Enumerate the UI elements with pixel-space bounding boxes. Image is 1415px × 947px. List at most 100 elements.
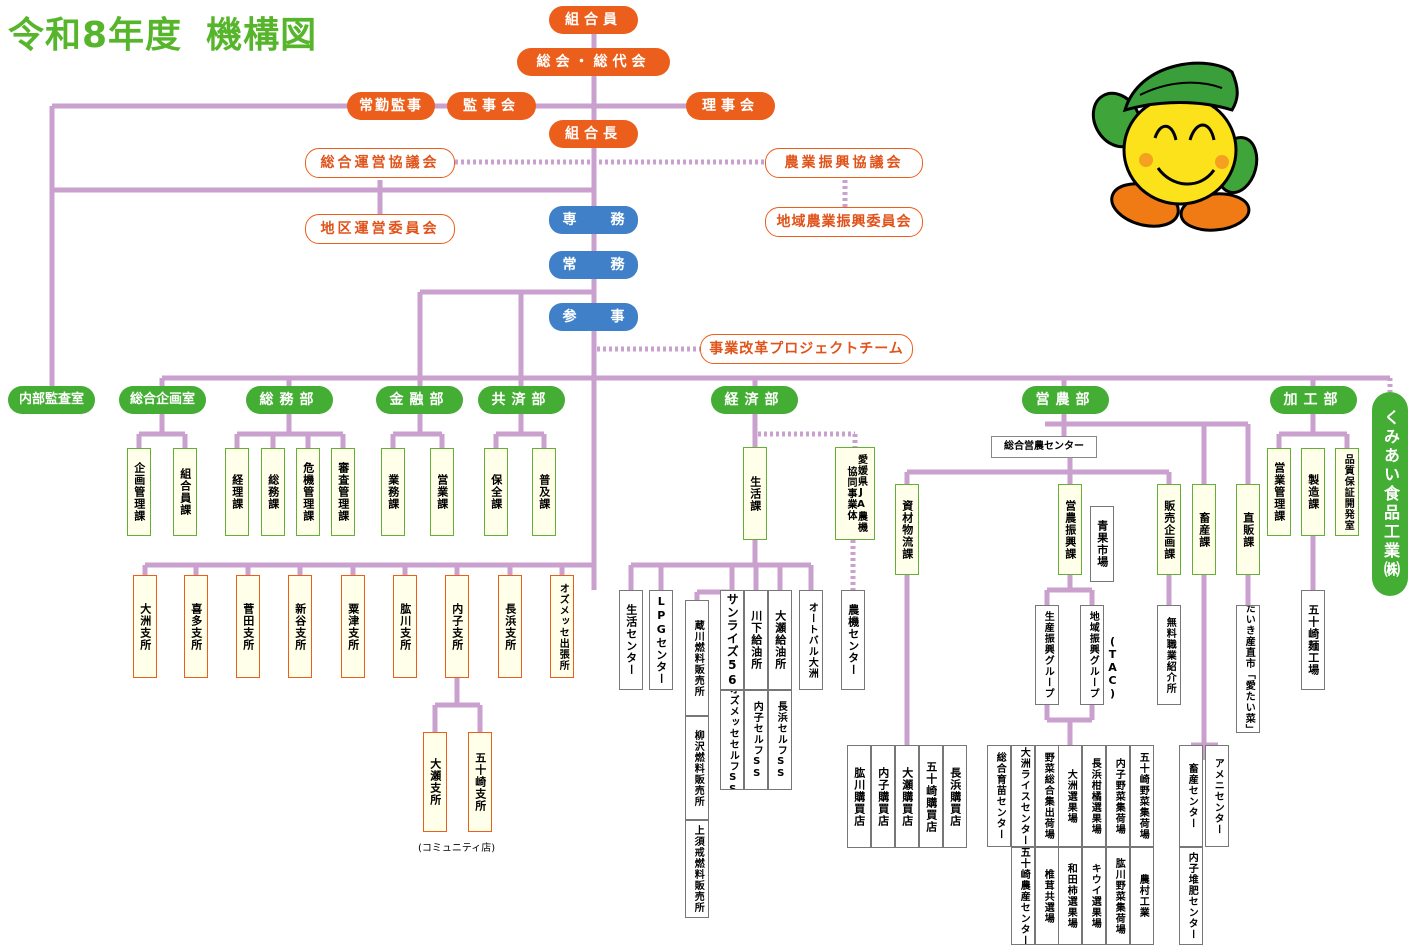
sunrise-56[interactable]: サンライズ56 — [720, 590, 744, 690]
branch-sugata[interactable]: 菅田支所 — [236, 575, 260, 678]
section-sales[interactable]: 営業課 — [430, 448, 454, 536]
branch-hijikawa[interactable]: 肱川支所 — [393, 575, 417, 678]
planning-node[interactable]: 総合企画室 — [119, 386, 206, 414]
uchiko-self-ss[interactable]: 内子セルフSS — [744, 690, 768, 790]
livestock-section[interactable]: 畜産課 — [1192, 484, 1216, 575]
facility-kiwi[interactable]: キウイ選果場 — [1082, 847, 1106, 945]
section-general[interactable]: 総務課 — [261, 448, 285, 536]
internal-audit-node[interactable]: 内部監査室 — [8, 386, 95, 414]
branch-ose[interactable]: 大瀬支所 — [423, 732, 447, 832]
branch-ozu[interactable]: 大洲支所 — [133, 575, 157, 678]
section-members[interactable]: 組合員課 — [173, 448, 197, 536]
branch-awazu[interactable]: 粟津支所 — [341, 575, 365, 678]
facility-ozu-sorting[interactable]: 大洲選果場 — [1058, 745, 1082, 847]
finance-node[interactable]: 金融部 — [376, 386, 463, 414]
facility-vegetable-hub[interactable]: 野菜総合集出荷場 — [1035, 745, 1059, 847]
logistics-section[interactable]: 資材物流課 — [895, 484, 919, 575]
jv-node[interactable]: 愛媛県JA農機協同事業体 — [835, 447, 875, 540]
agri-council-node[interactable]: 農業振興協議会 — [765, 148, 923, 178]
kawashimo-gas[interactable]: 川下給油所 — [744, 590, 768, 690]
sanji-node[interactable]: 参事 — [549, 303, 638, 331]
section-quality[interactable]: 品質保証開発室 — [1335, 448, 1359, 536]
lpg-center[interactable]: LPGセンター — [649, 590, 673, 690]
sanji-char-1: 参 — [562, 308, 577, 325]
facility-ikazaki-veg[interactable]: 五十崎野菜集荷場 — [1130, 745, 1154, 847]
kumiai-foods-node[interactable]: くみあい食品工業㈱ — [1372, 392, 1408, 596]
board-node[interactable]: 理事会 — [686, 92, 775, 120]
section-business[interactable]: 業務課 — [381, 448, 405, 536]
facility-rural-industry[interactable]: 農村工業 — [1130, 847, 1154, 945]
section-label: 総務課 — [266, 474, 280, 510]
economic-node[interactable]: 経済部 — [711, 386, 798, 414]
mgmt-council-node[interactable]: 総合運営協議会 — [305, 148, 455, 178]
district-committee-node[interactable]: 地区運営委員会 — [305, 214, 455, 244]
facility-label: 農村工業 — [1137, 874, 1149, 918]
facility-rice-center[interactable]: 大洲ライスセンター — [1011, 745, 1035, 847]
produce-market[interactable]: 青果市場 — [1090, 506, 1114, 582]
compost-center[interactable]: 内子堆肥センター — [1179, 847, 1203, 945]
noodle-factory[interactable]: 五十崎麺工場 — [1301, 590, 1325, 690]
section-risk[interactable]: 危機管理課 — [296, 448, 320, 536]
branch-uchiko[interactable]: 内子支所 — [445, 575, 469, 678]
sales-planning-section[interactable]: 販売企画課 — [1157, 484, 1181, 575]
section-manufacturing[interactable]: 製造課 — [1301, 448, 1325, 536]
section-preservation[interactable]: 保全課 — [484, 448, 508, 536]
fuel-shop-kamisugai[interactable]: 上須戒燃料販売所 — [685, 820, 709, 918]
direct-sales-section[interactable]: 直販課 — [1236, 484, 1260, 575]
processing-node[interactable]: 加工部 — [1270, 386, 1357, 414]
purchasing-ikazaki[interactable]: 五十崎購買店 — [919, 745, 943, 848]
purchasing-ose[interactable]: 大瀬購買店 — [895, 745, 919, 848]
branch-ikazaki[interactable]: 五十崎支所 — [468, 732, 492, 832]
project-team-node[interactable]: 事業改革プロジェクトチーム — [700, 334, 913, 364]
mutual-aid-node[interactable]: 共済部 — [478, 386, 565, 414]
life-center[interactable]: 生活センター — [619, 590, 643, 690]
branch-ozmesse[interactable]: オズメッセ出張所 — [550, 575, 574, 678]
purchasing-nagahama[interactable]: 長浜購買店 — [943, 745, 967, 848]
purchasing-hijikawa[interactable]: 肱川購買店 — [847, 745, 871, 848]
assembly-node[interactable]: 総会・総代会 — [517, 48, 670, 76]
facility-persimmon[interactable]: 和田柿選果場 — [1058, 847, 1082, 945]
job-agency[interactable]: 無料職業紹介所 — [1157, 605, 1181, 705]
facility-nursery[interactable]: 総合育苗センター — [987, 745, 1011, 847]
regional-agri-committee-node[interactable]: 地域農業振興委員会 — [765, 207, 923, 237]
purchasing-uchiko[interactable]: 内子購買店 — [871, 745, 895, 848]
branch-label: 喜多支所 — [189, 602, 203, 651]
section-sales-mgmt[interactable]: 営業管理課 — [1267, 448, 1291, 536]
section-promotion[interactable]: 普及課 — [532, 448, 556, 536]
fuel-shop-yanagisawa[interactable]: 柳沢燃料販売所 — [685, 716, 709, 820]
general-affairs-node[interactable]: 総務部 — [246, 386, 333, 414]
ozmesse-self-ss[interactable]: オズメッセセルフSS — [720, 690, 744, 790]
members-node[interactable]: 組合員 — [549, 6, 638, 34]
section-planning-mgmt[interactable]: 企画管理課 — [127, 448, 151, 536]
branch-nagahama[interactable]: 長浜支所 — [498, 575, 522, 678]
facility-ikazaki-produce[interactable]: 五十崎農産センター — [1011, 847, 1035, 945]
section-accounting[interactable]: 経理課 — [225, 448, 249, 536]
lpg-center-label: LPGセンター — [654, 595, 668, 685]
autobal-ozu[interactable]: オートバル大洲 — [799, 590, 823, 690]
jomu-node[interactable]: 常務 — [549, 251, 638, 279]
agri-promotion-section[interactable]: 営農振興課 — [1058, 484, 1082, 575]
nagahama-self-ss[interactable]: 長浜セルフSS — [768, 690, 792, 790]
facility-hijikawa-veg[interactable]: 肱川野菜集荷場 — [1106, 847, 1130, 945]
branch-niiya[interactable]: 新谷支所 — [288, 575, 312, 678]
ose-gas[interactable]: 大瀬給油所 — [768, 590, 792, 690]
audit-board-node[interactable]: 監事会 — [447, 92, 536, 120]
facility-shiitake[interactable]: 椎茸共選場 — [1035, 847, 1059, 945]
facility-uchiko-veg[interactable]: 内子野菜集荷場 — [1106, 745, 1130, 847]
branch-kita[interactable]: 喜多支所 — [184, 575, 208, 678]
ameni-center[interactable]: アメニセンター — [1205, 745, 1229, 847]
section-review[interactable]: 審査管理課 — [331, 448, 355, 536]
life-section[interactable]: 生活課 — [743, 447, 767, 540]
regional-group[interactable]: 地域振興グループ — [1080, 605, 1104, 705]
machinery-center[interactable]: 農機センター — [841, 590, 865, 690]
taiki-market[interactable]: たいき産直市「愛たい菜」 — [1236, 605, 1260, 733]
auditor-node[interactable]: 常勤監事 — [347, 92, 435, 120]
president-node[interactable]: 組合長 — [549, 120, 638, 148]
fuel-shop-kurakawa[interactable]: 蔵川燃料販売所 — [685, 600, 709, 716]
agri-center[interactable]: 総合営農センター — [991, 436, 1097, 458]
production-group[interactable]: 生産振興グループ — [1035, 605, 1059, 705]
facility-citrus-sorting[interactable]: 長浜柑橘選果場 — [1082, 745, 1106, 847]
senmu-node[interactable]: 専務 — [549, 206, 638, 234]
livestock-center[interactable]: 畜産センター — [1179, 745, 1203, 847]
agriculture-node[interactable]: 営農部 — [1022, 386, 1109, 414]
